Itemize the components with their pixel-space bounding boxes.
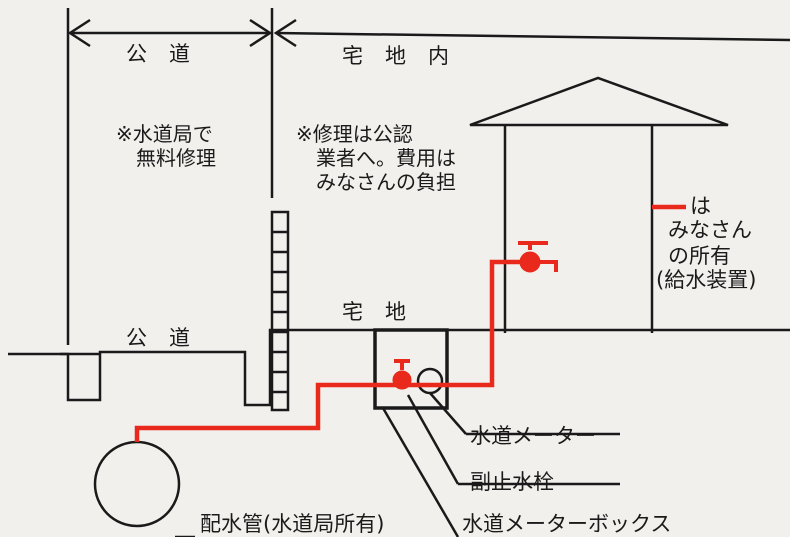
repair-note-line3: みなさんの負担 — [316, 170, 456, 194]
public-road-ground-label: 公道 — [126, 326, 212, 350]
water-meter-box — [373, 328, 449, 410]
supply-pipe-red-house — [400, 259, 530, 388]
repair-note-line2: 業者へ。費用は — [316, 146, 456, 170]
supply-pipe-red — [134, 382, 400, 442]
faucet — [519, 251, 541, 273]
legend-text-4: (給水装置) — [656, 268, 757, 292]
water-meter-label: 水道メーター — [470, 424, 596, 448]
repair-note-line1: ※修理は公認 — [296, 122, 413, 146]
distribution-pipe-label: 配水管(水道局所有) — [200, 512, 385, 536]
public-road-label-top: 公道 — [126, 42, 212, 66]
public-road-note-line2: 無料修理 — [136, 146, 216, 170]
premises-label: 宅地内 — [342, 44, 471, 68]
arrow-left — [67, 18, 91, 48]
stop-valve — [392, 370, 412, 390]
arrow-right — [249, 18, 273, 48]
legend-text-3: の所有 — [668, 244, 731, 268]
house-roof — [469, 76, 729, 127]
water-meter — [416, 367, 444, 395]
distribution-main-pipe — [93, 440, 181, 528]
leader-box — [381, 407, 460, 537]
public-road-note-line1: ※水道局で — [116, 122, 213, 146]
residential-land-label: 宅地 — [342, 300, 428, 324]
leader-valve — [406, 394, 460, 485]
legend-text-2: みなさん — [668, 218, 752, 242]
legend-text-1: は — [690, 194, 711, 218]
arrow-premises — [273, 18, 297, 48]
meter-box-label: 水道メーターボックス — [462, 512, 672, 536]
premises-dimension — [275, 31, 790, 42]
ground-line — [8, 328, 790, 407]
stop-valve-label: 副止水栓 — [470, 470, 554, 494]
leader-meter — [429, 392, 467, 435]
